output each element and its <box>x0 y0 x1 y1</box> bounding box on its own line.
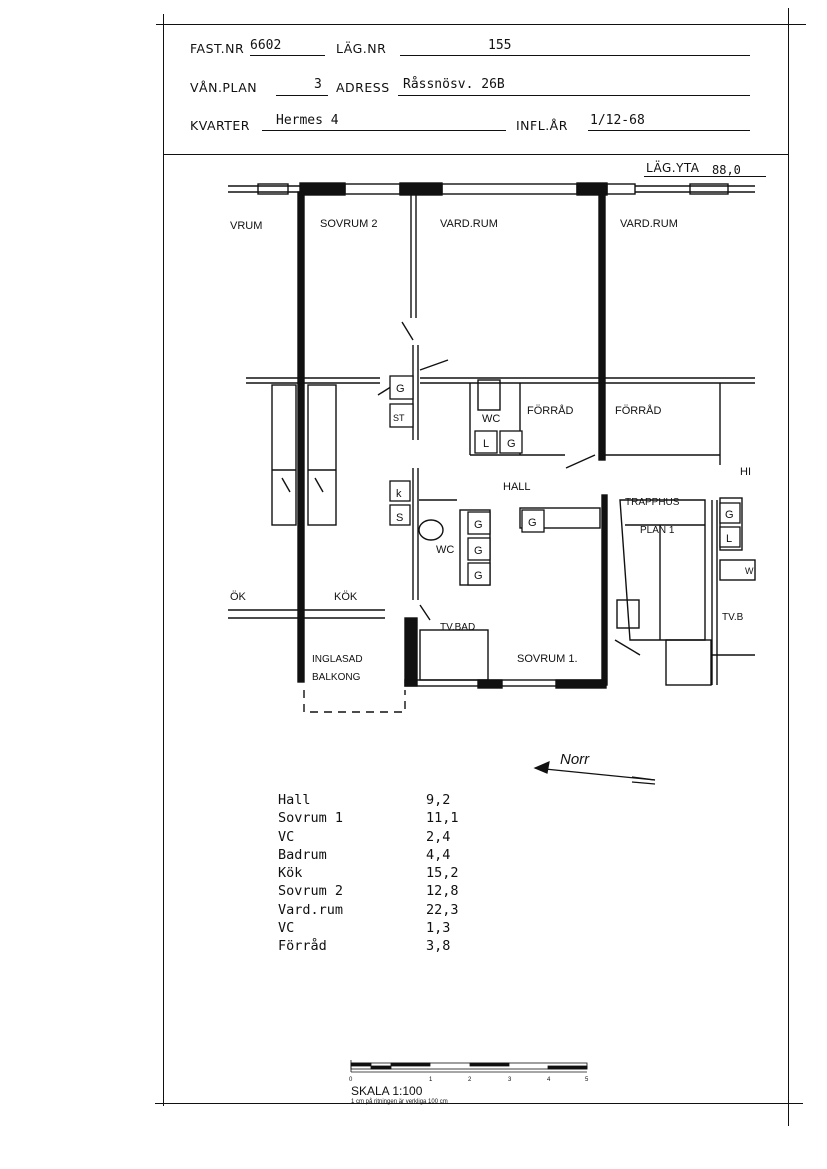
lag-nr-label: LÄG.NR <box>336 41 387 56</box>
table-row: Vard.rum 22,3 <box>278 901 459 919</box>
label-inglasad: INGLASAD <box>312 654 363 665</box>
label-g-4: G <box>474 545 483 557</box>
label-tvb: TV.B <box>722 612 744 623</box>
label-plan-1: PLAN 1 <box>640 525 675 536</box>
label-g-6: G <box>528 517 537 529</box>
label-kok: KÖK <box>334 591 358 603</box>
scale-tick-4: 4 <box>547 1077 551 1083</box>
table-row: Sovrum 1 11,1 <box>278 809 459 827</box>
label-wc-1: WC <box>482 413 500 425</box>
room-name: Kök <box>278 865 303 882</box>
room-area: 1,3 <box>426 920 451 937</box>
label-s: S <box>396 512 403 524</box>
table-row: Kök 15,2 <box>278 864 459 882</box>
infl-value: 1/12-68 <box>590 113 645 128</box>
vaning-label: VÅN.PLAN <box>190 80 258 95</box>
room-area: 15,2 <box>426 865 459 882</box>
label-g-5: G <box>474 570 483 582</box>
fast-nr-label: FAST.NR <box>190 41 245 56</box>
label-l-1: L <box>483 438 489 450</box>
room-name: Vard.rum <box>278 901 344 918</box>
lag-nr-value: 155 <box>488 38 512 53</box>
label-g-3: G <box>474 519 483 531</box>
label-st: ST <box>393 413 405 423</box>
table-row: Förråd 3,8 <box>278 937 459 955</box>
room-area: 4,4 <box>426 846 451 863</box>
scale-note: 1 cm på ritningen är verkliga 100 cm <box>351 1099 448 1105</box>
label-sovrum-left: VRUM <box>230 220 262 232</box>
north-label: Norr <box>560 751 590 768</box>
room-name: Sovrum 1 <box>278 810 344 827</box>
infl-label: INFL.ÅR <box>516 118 568 133</box>
label-hm: HI <box>740 466 751 478</box>
label-kok-left: ÖK <box>230 591 247 603</box>
label-vardrum-2: VARD.RUM <box>620 218 678 230</box>
scale-tick-5: 5 <box>585 1077 589 1083</box>
room-name: VC <box>278 920 295 937</box>
scale-tick-0: 0 <box>349 1077 353 1083</box>
label-g-7: G <box>725 509 734 521</box>
room-name: Sovrum 2 <box>278 883 344 900</box>
room-name: Badrum <box>278 846 327 863</box>
north-arrow-icon: Norr <box>533 751 656 785</box>
room-name: Förråd <box>278 938 327 955</box>
room-area: 9,2 <box>426 792 451 808</box>
room-name: VC <box>278 828 295 845</box>
table-row: Badrum 4,4 <box>278 846 459 864</box>
label-g-2: G <box>507 438 516 450</box>
label-k: k <box>396 488 402 500</box>
table-row: VC 1,3 <box>278 919 459 937</box>
room-area: 22,3 <box>426 901 459 918</box>
room-labels: VRUM SOVRUM 2 VARD.RUM VARD.RUM G ST WC … <box>230 218 754 683</box>
table-row: VC 2,4 <box>278 828 459 846</box>
room-name: Hall <box>278 792 311 808</box>
label-hall: HALL <box>503 481 531 493</box>
label-sovrum-2: SOVRUM 2 <box>320 218 377 230</box>
label-l-2: L <box>726 533 732 545</box>
room-area: 2,4 <box>426 828 451 845</box>
label-sovrum-1: SOVRUM 1. <box>517 653 578 665</box>
label-forrad-2: FÖRRÅD <box>615 404 662 417</box>
scale-tick-2: 2 <box>468 1077 472 1083</box>
label-forrad-1: FÖRRÅD <box>527 404 574 417</box>
scale-tick-3: 3 <box>508 1077 512 1083</box>
label-g-1: G <box>396 383 405 395</box>
scale-tick-1: 1 <box>429 1077 433 1083</box>
lagyta-value: 88,0 <box>712 163 741 177</box>
fast-nr-value: 6602 <box>250 38 282 53</box>
lagyta-label: LÄG.YTA <box>646 161 700 175</box>
vaning-value: 3 <box>314 77 322 92</box>
table-row: Hall 9,2 <box>278 791 459 809</box>
kvarter-label: KVARTER <box>190 118 250 133</box>
room-area: 12,8 <box>426 883 459 900</box>
adress-label: ADRESS <box>336 80 390 95</box>
label-balkong: BALKONG <box>312 672 361 683</box>
label-vardrum-1: VARD.RUM <box>440 218 498 230</box>
room-area: 11,1 <box>426 810 459 827</box>
label-wc-2: WC <box>436 544 454 556</box>
room-area-list: Hall 9,2 Sovrum 1 11,1 VC 2,4 Badrum 4,4 Kök… <box>278 791 459 956</box>
appliance-boxes <box>389 375 741 586</box>
scale-bar: 0 1 2 3 4 5 <box>349 1060 589 1083</box>
scale-caption: SKALA 1:100 <box>351 1084 423 1098</box>
label-tvbad: TV.BAD <box>440 622 475 633</box>
adress-value: Råssnösv. 26B <box>403 77 505 92</box>
plan-walls <box>228 182 756 713</box>
room-area: 3,8 <box>426 938 451 955</box>
label-trapphus: TRAPPHUS <box>625 497 680 508</box>
label-wm: W <box>745 566 754 576</box>
kvarter-value: Hermes 4 <box>276 113 339 128</box>
table-row: Sovrum 2 12,8 <box>278 882 459 900</box>
